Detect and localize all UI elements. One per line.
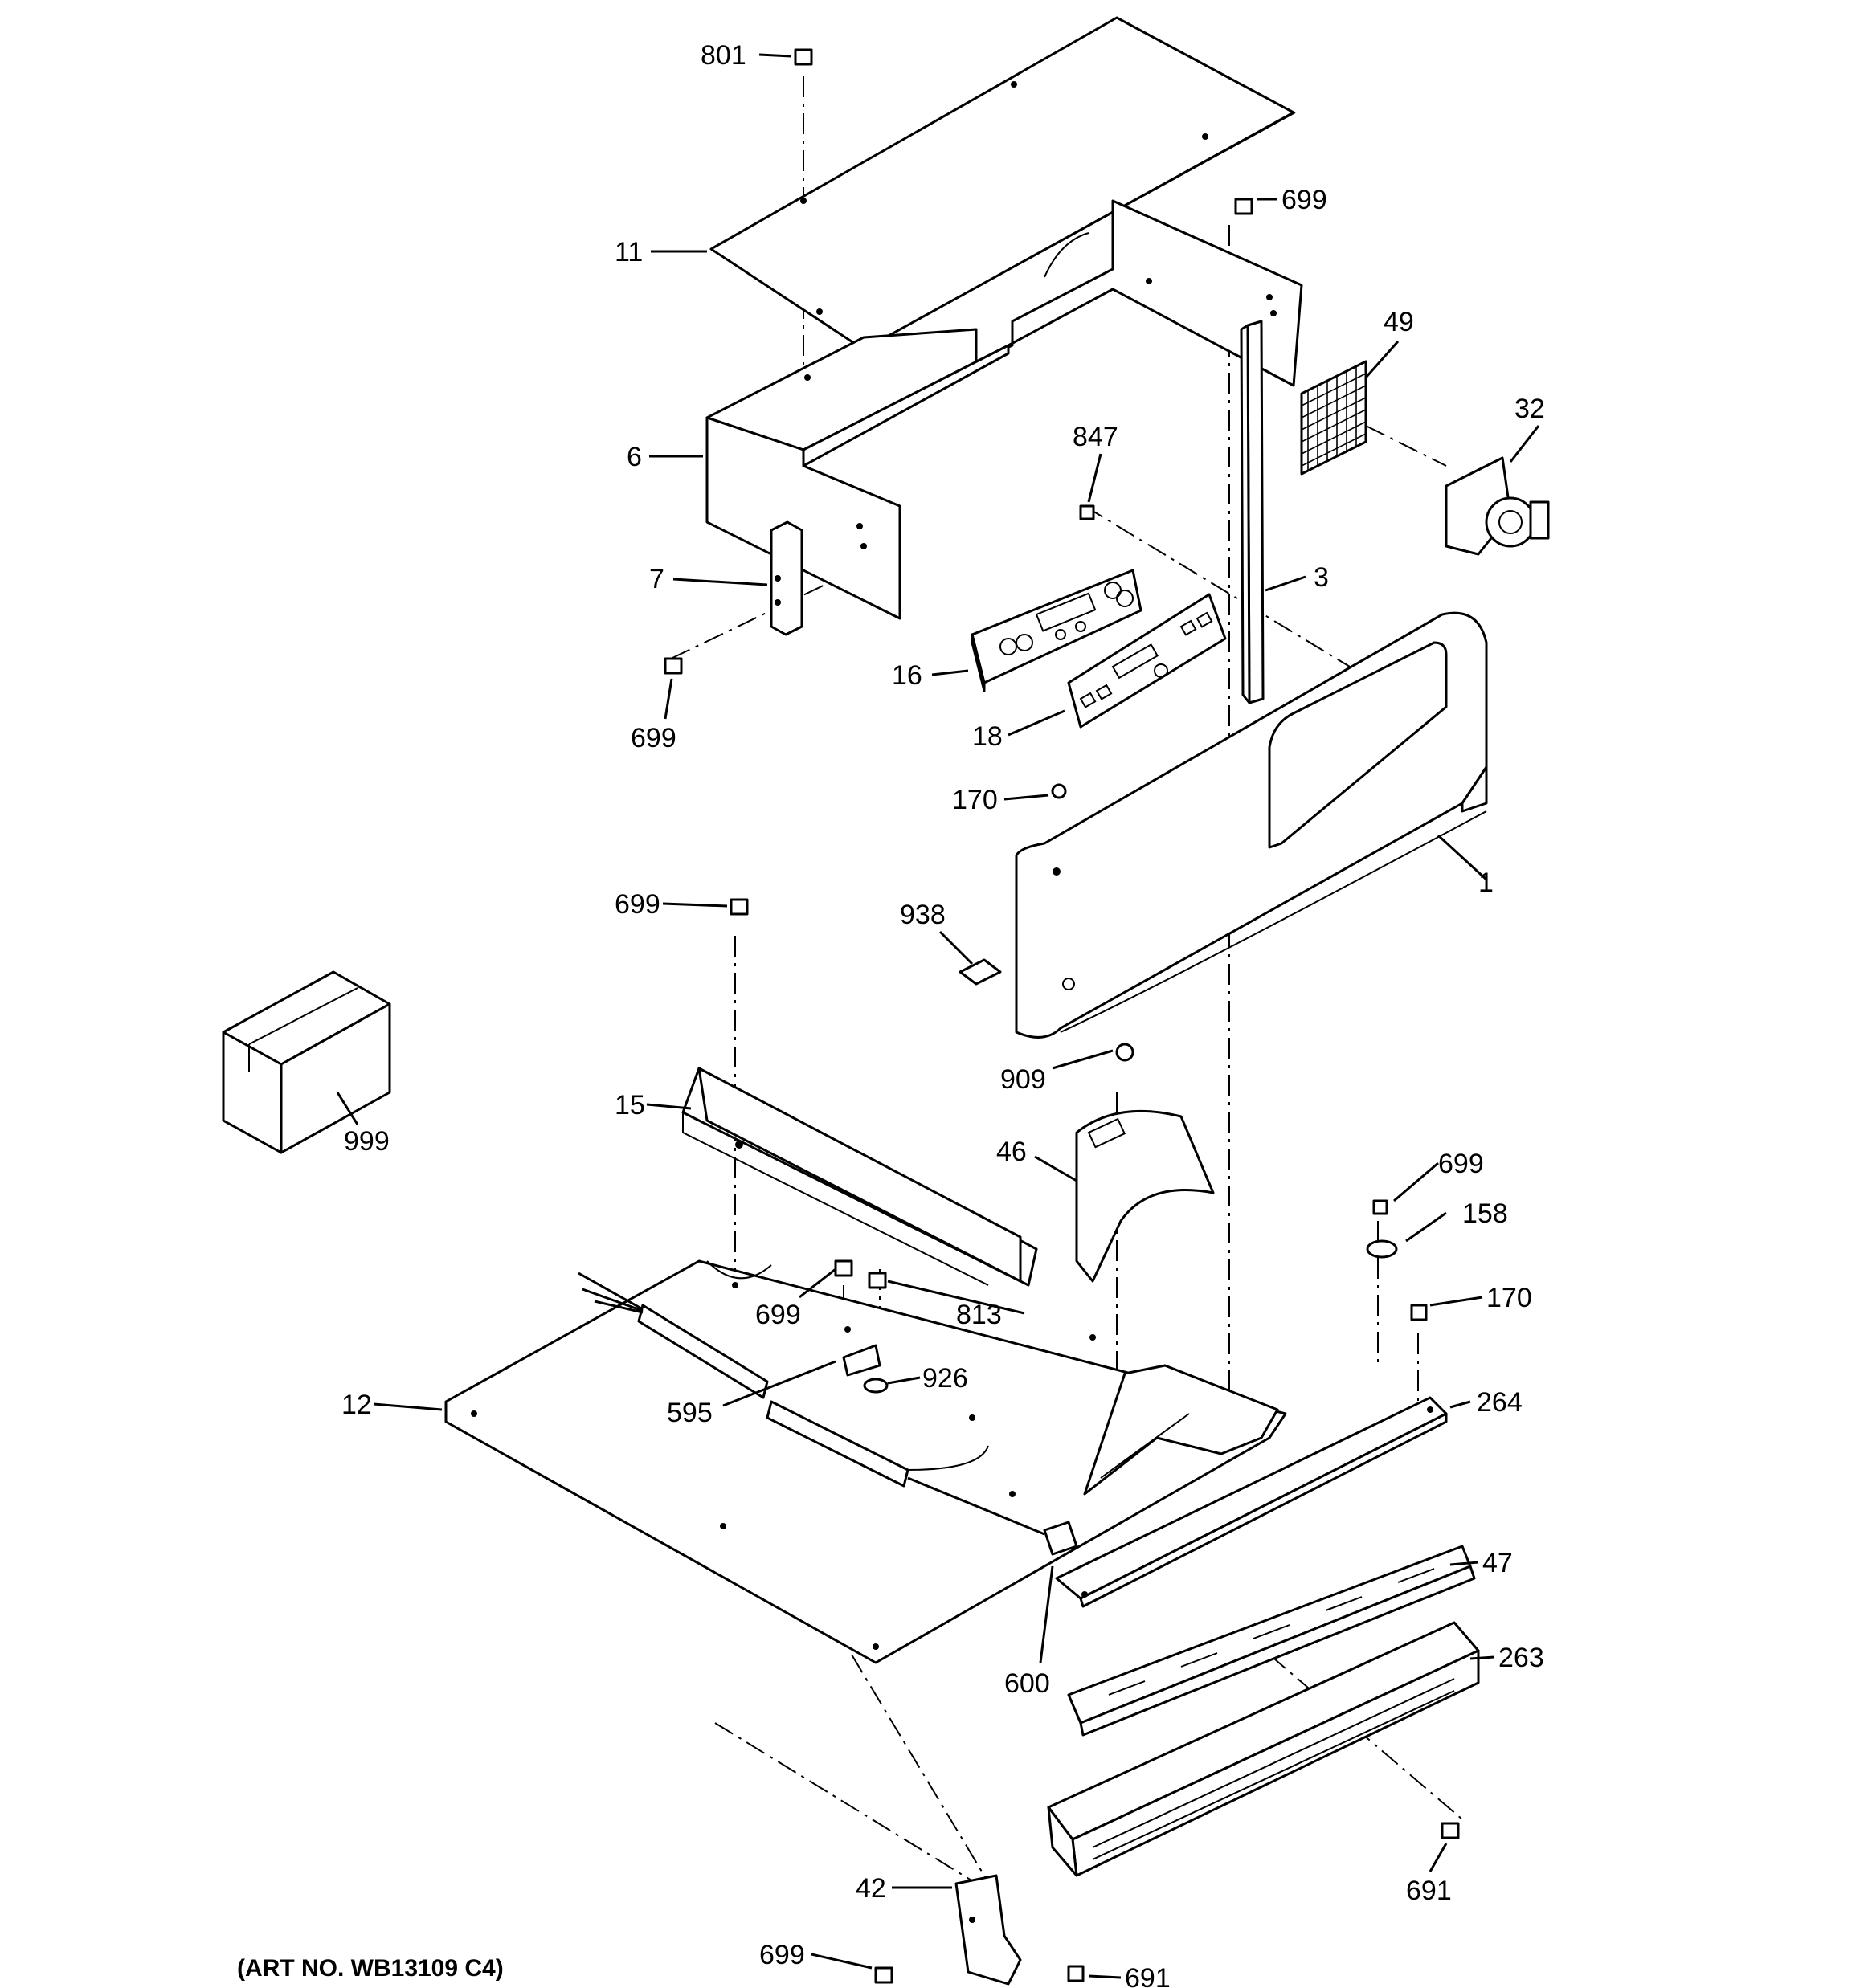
callout-847: 847 bbox=[1073, 422, 1118, 452]
callout-3: 3 bbox=[1314, 562, 1329, 593]
callout-16: 16 bbox=[892, 660, 922, 691]
callout-699-mid: 699 bbox=[615, 889, 660, 920]
callout-263: 263 bbox=[1498, 1643, 1544, 1673]
callout-909: 909 bbox=[1000, 1064, 1046, 1095]
callout-801: 801 bbox=[701, 40, 746, 71]
callout-938: 938 bbox=[900, 900, 946, 930]
hi-limit-thermostat bbox=[1366, 1239, 1398, 1259]
top-cover-panel bbox=[709, 16, 1296, 351]
callout-595: 595 bbox=[667, 1398, 713, 1428]
callout-699-right: 699 bbox=[1438, 1149, 1484, 1179]
cooling-fan-motor bbox=[1445, 456, 1550, 556]
callout-699-bottom-mid: 699 bbox=[755, 1300, 801, 1330]
callout-15: 15 bbox=[615, 1090, 645, 1121]
air-deflector bbox=[1075, 1109, 1215, 1283]
callout-170-right: 170 bbox=[1486, 1283, 1532, 1313]
screw-icons bbox=[664, 48, 1460, 1984]
callout-42: 42 bbox=[856, 1873, 886, 1904]
heater-channel bbox=[681, 1067, 1038, 1287]
callout-158: 158 bbox=[1462, 1198, 1508, 1229]
clip-nut bbox=[959, 958, 1002, 986]
callout-999: 999 bbox=[344, 1126, 390, 1157]
callout-699-top: 699 bbox=[1281, 185, 1327, 215]
callout-699-left: 699 bbox=[631, 723, 676, 753]
callout-691-right: 691 bbox=[1406, 1876, 1452, 1906]
callout-170-top: 170 bbox=[952, 785, 998, 815]
washer bbox=[863, 1378, 889, 1394]
front-kick-panel bbox=[1047, 1621, 1480, 1877]
callout-691-bottom: 691 bbox=[1125, 1963, 1171, 1988]
callout-6: 6 bbox=[627, 442, 642, 472]
art-number-label: (ART NO. WB13109 C4) bbox=[237, 1955, 504, 1982]
outer-wrap-frame bbox=[705, 199, 1303, 620]
callout-926: 926 bbox=[922, 1363, 968, 1394]
parts-kit-box bbox=[222, 970, 391, 1154]
control-panel-bracket bbox=[1240, 320, 1265, 704]
front-support-strip bbox=[1055, 1396, 1448, 1608]
callout-600: 600 bbox=[1004, 1668, 1050, 1699]
mounting-bracket bbox=[770, 520, 803, 636]
callout-18: 18 bbox=[972, 721, 1003, 752]
callout-264: 264 bbox=[1477, 1387, 1523, 1418]
vent-trim bbox=[1067, 1545, 1476, 1737]
membrane-touch-pad bbox=[1067, 593, 1227, 729]
callout-7: 7 bbox=[649, 564, 664, 594]
electronic-control-board bbox=[971, 569, 1142, 692]
anti-tip-bracket bbox=[954, 1874, 1022, 1986]
callout-leaders bbox=[336, 53, 1540, 1979]
callout-49: 49 bbox=[1384, 307, 1414, 337]
wire-clamp bbox=[842, 1344, 881, 1377]
callout-11: 11 bbox=[615, 237, 643, 267]
control-panel-backguard bbox=[1015, 611, 1488, 1039]
callout-1: 1 bbox=[1478, 867, 1494, 898]
vent-grille-mesh bbox=[1300, 360, 1367, 476]
callout-813: 813 bbox=[956, 1300, 1002, 1330]
callout-12: 12 bbox=[341, 1390, 372, 1420]
callout-labels: 801 11 699 49 32 6 847 7 3 16 699 18 170… bbox=[341, 40, 1545, 1988]
callout-46: 46 bbox=[996, 1137, 1027, 1167]
callout-47: 47 bbox=[1482, 1548, 1513, 1578]
callout-32: 32 bbox=[1514, 394, 1545, 424]
callout-699-bottom: 699 bbox=[759, 1940, 805, 1970]
broil-element-coil bbox=[578, 1272, 1078, 1556]
